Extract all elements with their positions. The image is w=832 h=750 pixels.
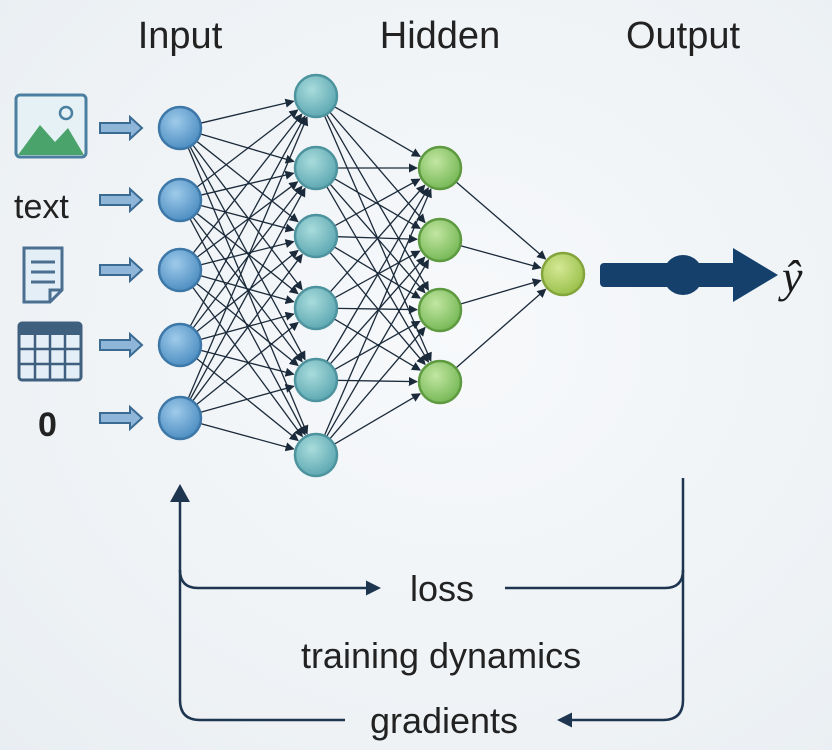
hidden2-node-1 (417, 145, 463, 191)
connection-edge (199, 133, 295, 164)
hidden1-node-1 (293, 73, 339, 119)
connection-edge (192, 113, 303, 254)
connection-edge (329, 326, 426, 440)
input-arrow-2 (99, 186, 144, 214)
connection-edge (333, 320, 421, 371)
connection-edge (195, 249, 299, 333)
output-node-1 (540, 251, 586, 297)
input-arrow-3 (99, 256, 144, 284)
connection-edge (189, 115, 306, 327)
hidden1-node-6 (293, 432, 339, 478)
layer-label-input: Input (138, 15, 223, 57)
hidden1-node-2 (293, 145, 339, 191)
connection-edge (200, 98, 295, 124)
layer-label-output: Output (626, 15, 741, 57)
input-node-3 (157, 247, 203, 293)
input-text-label: text (14, 188, 69, 226)
connection-edge (336, 376, 418, 387)
connection-edge (200, 422, 295, 452)
connection-edge (455, 181, 547, 260)
connection-edge (455, 288, 547, 369)
connection-edge (333, 318, 422, 371)
hidden1-node-4 (293, 285, 339, 331)
input-zero-label: 0 (38, 406, 57, 444)
connection-edge (200, 349, 295, 377)
connection-edge (325, 259, 430, 438)
layer-label-hidden: Hidden (380, 15, 500, 57)
input-node-1 (157, 105, 203, 151)
connection-edge (200, 311, 295, 341)
connection-edge (333, 393, 421, 445)
hidden2-node-2 (417, 217, 463, 263)
connection-edge (336, 234, 418, 244)
connection-edge (333, 105, 421, 158)
connection-edge (189, 187, 306, 400)
connection-edge (200, 384, 295, 413)
connection-edge (192, 253, 303, 402)
hidden1-node-5 (293, 357, 339, 403)
connection-edge (333, 177, 421, 230)
connection-edge (200, 204, 295, 233)
input-arrow-4 (99, 331, 144, 359)
connection-edge (196, 181, 299, 258)
connection-edge (196, 140, 299, 223)
network-connections (187, 98, 547, 452)
connection-edge (459, 278, 542, 305)
hidden2-node-3 (417, 287, 463, 333)
input-node-2 (157, 177, 203, 223)
table-icon (17, 321, 83, 382)
input-arrows (99, 114, 144, 432)
connection-edge (323, 188, 432, 436)
connection-edge (187, 116, 309, 399)
connection-edge (334, 178, 421, 227)
connection-edge (460, 244, 542, 271)
training-dynamics-label: training dynamics (301, 635, 581, 676)
connection-edge (195, 282, 299, 367)
loss-label: loss (410, 568, 474, 609)
connection-edge (196, 109, 299, 188)
hidden1-node-3 (293, 213, 339, 259)
gradients-label: gradients (370, 700, 518, 741)
connection-edge (195, 321, 299, 406)
output-yhat-symbol: ŷ (778, 251, 803, 302)
input-arrow-1 (99, 114, 144, 142)
connection-edge (329, 111, 426, 224)
network-nodes (157, 73, 586, 478)
hidden2-node-4 (417, 359, 463, 405)
document-icon (22, 246, 64, 304)
connection-edge (329, 184, 426, 293)
output-arrow (600, 248, 778, 302)
connection-edge (200, 239, 295, 266)
connection-edge (336, 304, 418, 315)
feedback-loop (170, 478, 685, 728)
input-arrow-5 (99, 404, 144, 432)
connection-edge (329, 256, 426, 365)
connection-edge (326, 187, 429, 363)
connection-edge (333, 246, 422, 299)
image-icon (14, 93, 88, 159)
input-node-4 (157, 322, 203, 368)
input-node-5 (157, 395, 203, 441)
